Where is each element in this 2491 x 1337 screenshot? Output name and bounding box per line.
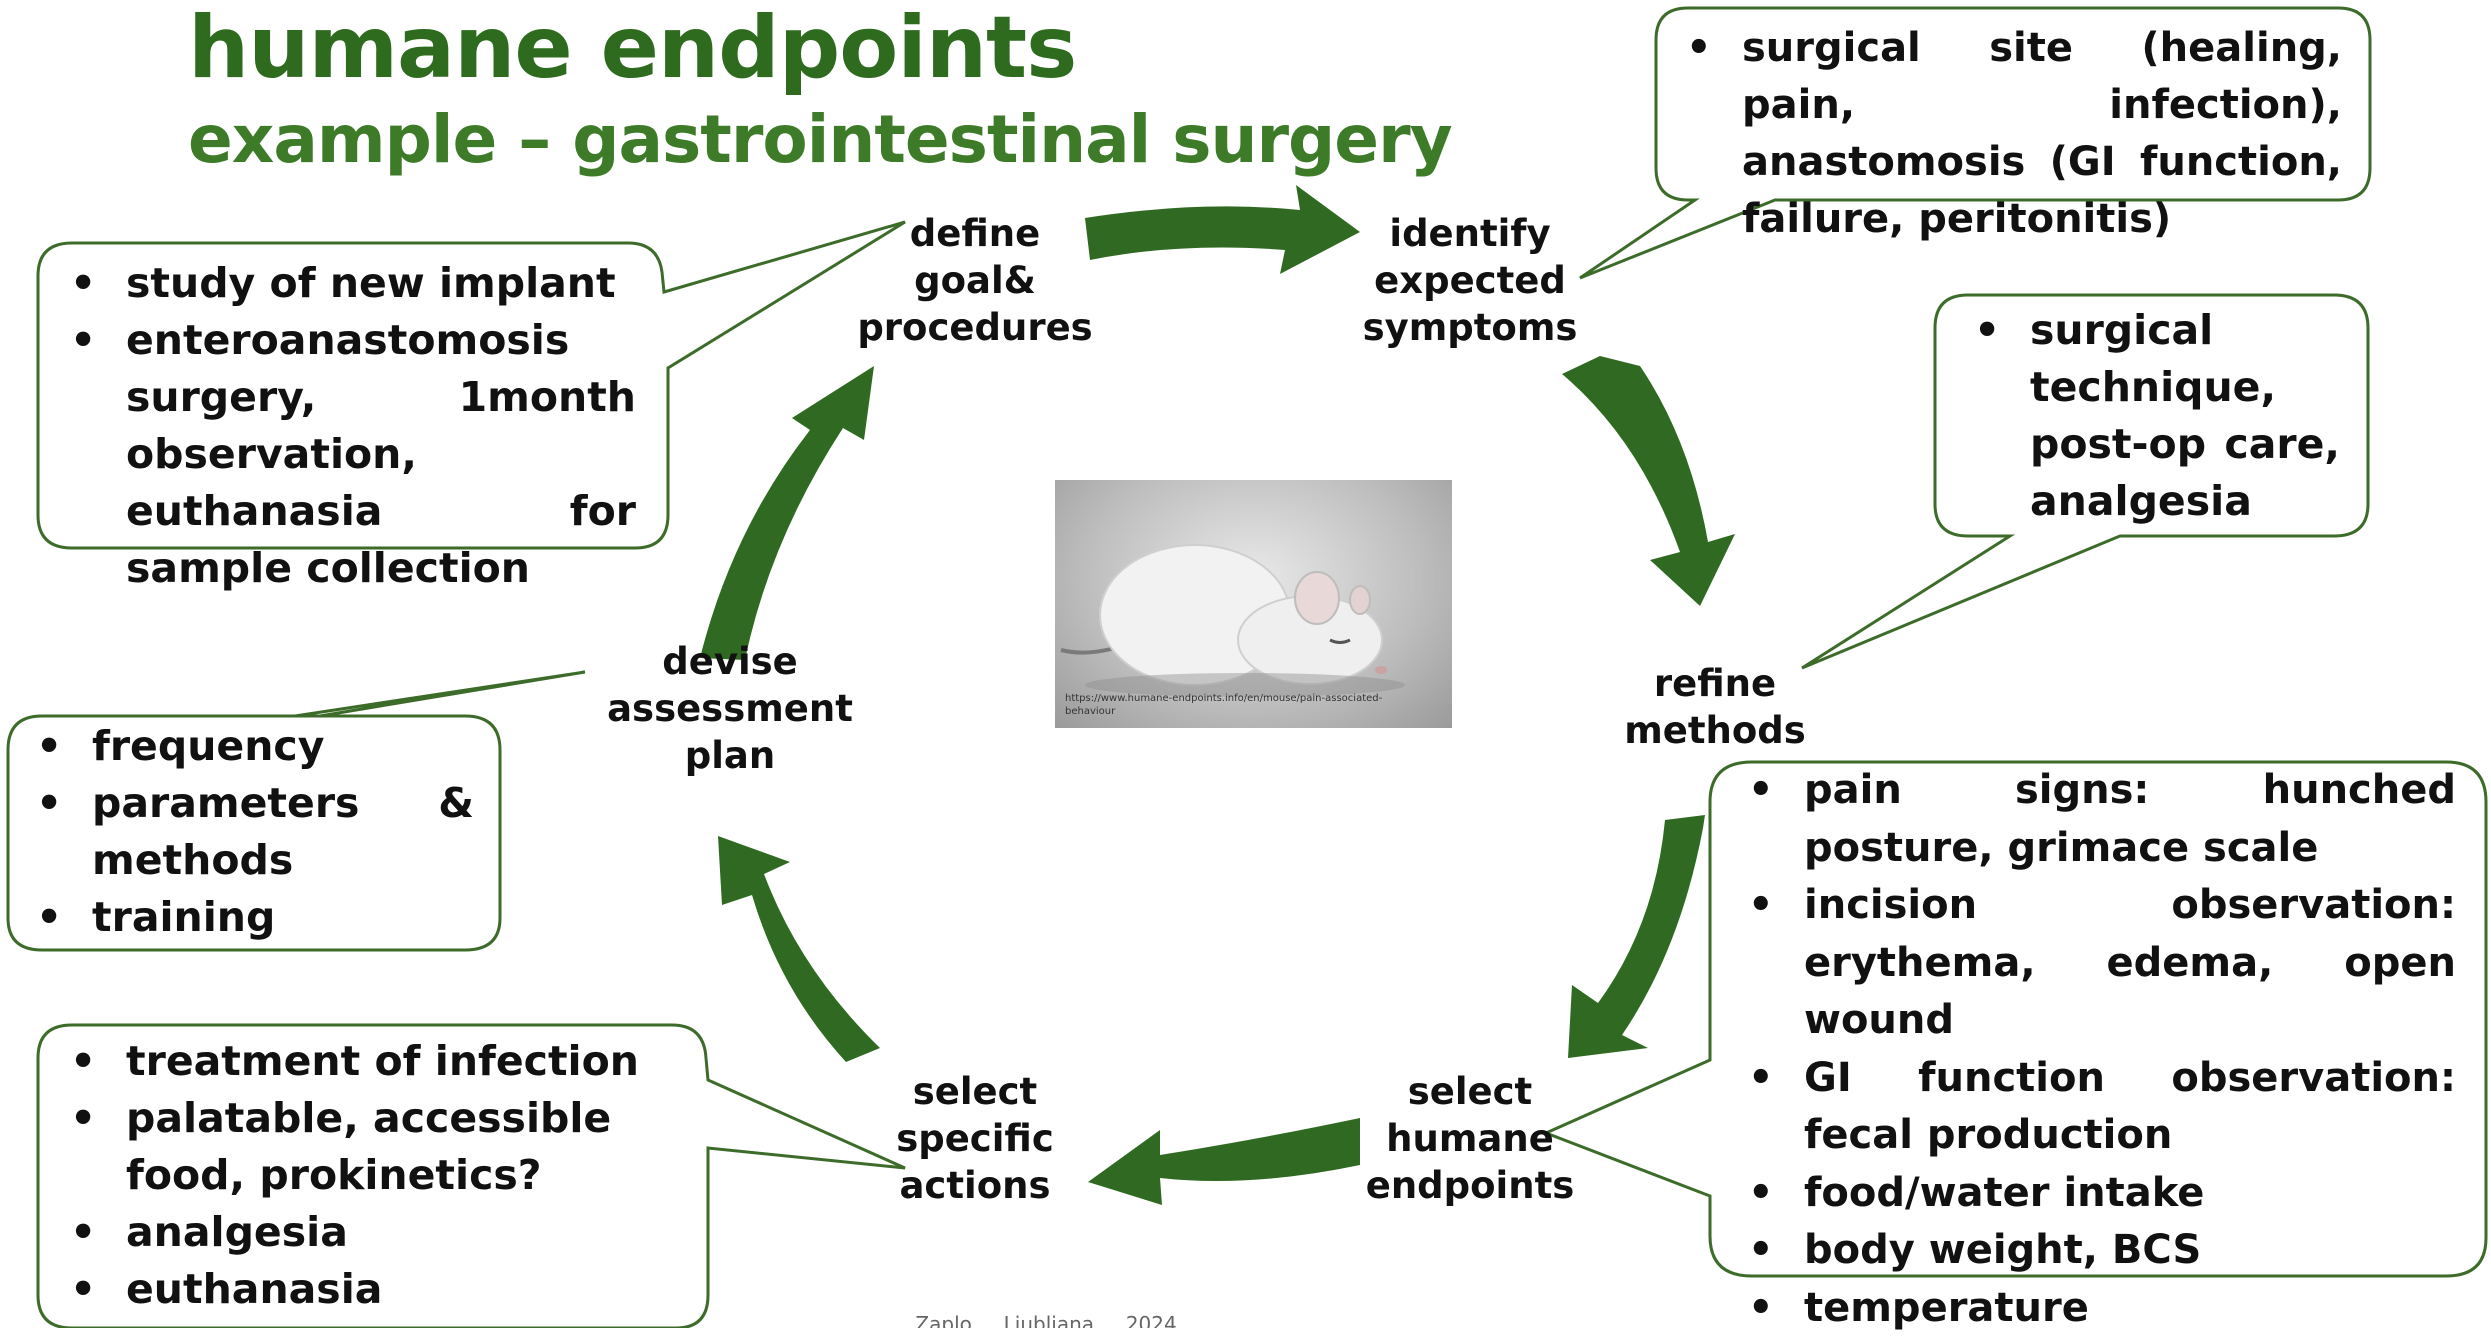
list-item: surgical technique, post-op care, analge… xyxy=(1972,302,2340,530)
list-item: enteroanastomosis surgery, 1month observ… xyxy=(68,312,636,597)
stage-select-humane-endpoints: select humane endpoints xyxy=(1340,1068,1600,1209)
assessment-list: frequency parameters & methods training xyxy=(34,718,474,946)
list-item: euthanasia xyxy=(68,1261,688,1318)
stage-line: refine xyxy=(1590,660,1840,707)
stage-line: procedures xyxy=(850,304,1100,351)
actions-list: treatment of infection palatable, access… xyxy=(68,1033,688,1318)
stage-identify-symptoms: identify expected symptoms xyxy=(1340,210,1600,351)
endpoints-list: pain signs: hunched posture, grimace sca… xyxy=(1746,762,2456,1337)
arrow-actions-to-devise xyxy=(718,836,880,1062)
arrow-humane-to-actions xyxy=(1088,1118,1360,1205)
mouse-illustration xyxy=(1055,480,1452,728)
stage-line: humane xyxy=(1340,1115,1600,1162)
list-item: study of new implant xyxy=(68,255,636,312)
list-item: parameters & methods xyxy=(34,775,474,889)
stage-select-specific-actions: select specific actions xyxy=(860,1068,1090,1209)
list-item: temperature xyxy=(1746,1280,2456,1337)
stage-line: select xyxy=(860,1068,1090,1115)
list-item: surgical site (healing, pain, infection)… xyxy=(1684,20,2342,248)
photo-source-caption: https://www.humane-endpoints.info/en/mou… xyxy=(1065,692,1425,718)
list-item: GI function observation: fecal productio… xyxy=(1746,1050,2456,1165)
stage-line: endpoints xyxy=(1340,1162,1600,1209)
stage-line: symptoms xyxy=(1340,304,1600,351)
mouse-photo: https://www.humane-endpoints.info/en/mou… xyxy=(1055,480,1452,728)
mouse-nose xyxy=(1375,666,1387,674)
list-item: body weight, BCS xyxy=(1746,1222,2456,1280)
list-item: incision observation: erythema, edema, o… xyxy=(1746,877,2456,1050)
footer-text: ... Zaplo ... Ljubljana ... 2024 xyxy=(890,1312,1510,1328)
page-title: humane endpoints xyxy=(188,0,1076,96)
stage-line: goal& xyxy=(850,257,1100,304)
list-item: training xyxy=(34,889,474,946)
stage-line: plan xyxy=(600,732,860,779)
stage-line: expected xyxy=(1340,257,1600,304)
goal-list: study of new implant enteroanastomosis s… xyxy=(68,255,636,597)
list-item: palatable, accessible food, prokinetics? xyxy=(68,1090,688,1204)
stage-line: select xyxy=(1340,1068,1600,1115)
list-item: treatment of infection xyxy=(68,1033,688,1090)
arrow-devise-to-identify xyxy=(700,366,874,660)
mouse-ear xyxy=(1350,586,1370,614)
stage-line: devise xyxy=(600,638,860,685)
arrow-identify-to-refine xyxy=(1562,356,1735,606)
list-item: frequency xyxy=(34,718,474,775)
stage-define-goal: define goal& procedures xyxy=(850,210,1100,351)
mouse-ear xyxy=(1295,572,1339,624)
list-item: pain signs: hunched posture, grimace sca… xyxy=(1746,762,2456,877)
methods-list: surgical technique, post-op care, analge… xyxy=(1972,302,2340,530)
symptoms-list: surgical site (healing, pain, infection)… xyxy=(1684,20,2342,248)
arrow-define-to-identify xyxy=(1085,185,1360,274)
stage-line: actions xyxy=(860,1162,1090,1209)
stage-devise-assessment-plan: devise assessment plan xyxy=(600,638,860,779)
stage-refine-methods: refine methods xyxy=(1590,660,1840,754)
stage-line: specific xyxy=(860,1115,1090,1162)
list-item: analgesia xyxy=(68,1204,688,1261)
page-subtitle: example – gastrointestinal surgery xyxy=(188,96,1452,184)
arrow-refine-to-humane xyxy=(1568,815,1705,1058)
stage-line: assessment xyxy=(600,685,860,732)
stage-line: methods xyxy=(1590,707,1840,754)
list-item: food/water intake xyxy=(1746,1165,2456,1223)
stage-line: define xyxy=(850,210,1100,257)
stage-line: identify xyxy=(1340,210,1600,257)
mouse-tail xyxy=(1061,648,1115,653)
